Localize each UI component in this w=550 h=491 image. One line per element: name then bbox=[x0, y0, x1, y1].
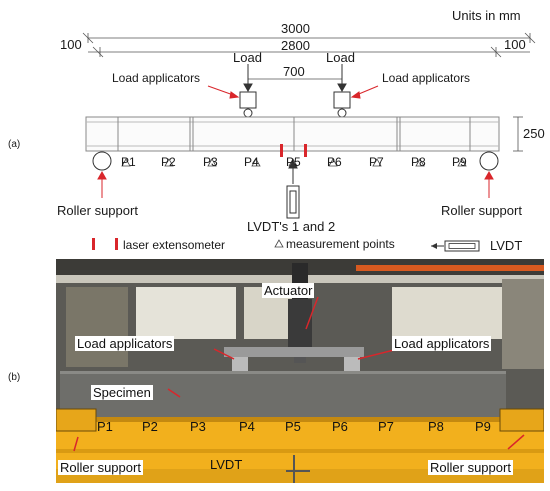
point-label-p5: P5 bbox=[286, 155, 301, 169]
photo-roller-support-left-label: Roller support bbox=[58, 460, 143, 475]
specimen-label: Specimen bbox=[91, 385, 153, 400]
roller-support-right-label: Roller support bbox=[441, 203, 522, 218]
load-arrows bbox=[243, 64, 347, 93]
load-applicators-right-label: Load applicators bbox=[382, 71, 471, 85]
dim-right-overhang: 100 bbox=[504, 37, 526, 52]
dim-height: 250 bbox=[523, 126, 545, 141]
lvdt-device bbox=[286, 159, 300, 219]
laser-extensometer-marks bbox=[280, 144, 307, 157]
photo-point-p5: P5 bbox=[285, 419, 301, 434]
dim-load-spacing: 700 bbox=[283, 64, 305, 79]
load-applicators-left-label: Load applicators bbox=[112, 71, 201, 85]
photo-lvdt-label: LVDT bbox=[210, 457, 243, 472]
roller-supports bbox=[92, 151, 499, 171]
legend-lvdt-label: LVDT bbox=[490, 238, 523, 253]
point-label-p2: P2 bbox=[161, 155, 176, 169]
load-applicator-boxes bbox=[239, 91, 351, 118]
photo-point-p2: P2 bbox=[142, 419, 158, 434]
legend-laser-label: laser extensometer bbox=[123, 238, 226, 252]
photo-roller-support-right-label: Roller support bbox=[428, 460, 513, 475]
photo-load-applicators-right-label: Load applicators bbox=[392, 336, 492, 351]
photo-point-p3: P3 bbox=[190, 419, 206, 434]
point-label-p1: P1 bbox=[121, 155, 136, 169]
panel-b-tag: (b) bbox=[8, 372, 21, 383]
point-label-p3: P3 bbox=[203, 155, 218, 169]
roller-pointers bbox=[97, 170, 494, 198]
dim-total: 3000 bbox=[281, 21, 310, 36]
dim-span: 2800 bbox=[281, 38, 310, 53]
photo-load-applicators-left-label: Load applicators bbox=[75, 336, 175, 351]
applicator-pointers bbox=[207, 85, 379, 99]
photo-point-p6: P6 bbox=[332, 419, 348, 434]
photo-point-p4: P4 bbox=[239, 419, 255, 434]
test-setup-photo: Actuator Load applicators Load applicato… bbox=[56, 259, 544, 483]
load-left-label: Load bbox=[233, 50, 262, 65]
beam bbox=[85, 116, 500, 152]
point-label-p9: P9 bbox=[452, 155, 467, 169]
units-label: Units in mm bbox=[452, 8, 521, 23]
measurement-points bbox=[121, 158, 467, 167]
dim-left-overhang: 100 bbox=[60, 37, 82, 52]
schematic-diagram bbox=[82, 32, 536, 252]
roller-support-left-label: Roller support bbox=[57, 203, 138, 218]
point-label-p6: P6 bbox=[327, 155, 342, 169]
photo-point-p8: P8 bbox=[428, 419, 444, 434]
lvdt-label: LVDT's 1 and 2 bbox=[247, 219, 336, 234]
photo-point-p1: P1 bbox=[97, 419, 113, 434]
legend-symbols bbox=[92, 238, 480, 252]
actuator-label: Actuator bbox=[262, 283, 315, 298]
load-right-label: Load bbox=[326, 50, 355, 65]
legend-measurement-label: measurement points bbox=[286, 237, 395, 251]
panel-a-tag: (a) bbox=[8, 139, 21, 150]
point-label-p8: P8 bbox=[411, 155, 426, 169]
photo-point-p9: P9 bbox=[475, 419, 491, 434]
point-label-p4: P4 bbox=[244, 155, 259, 169]
photo-point-p7: P7 bbox=[378, 419, 394, 434]
point-label-p7: P7 bbox=[369, 155, 384, 169]
